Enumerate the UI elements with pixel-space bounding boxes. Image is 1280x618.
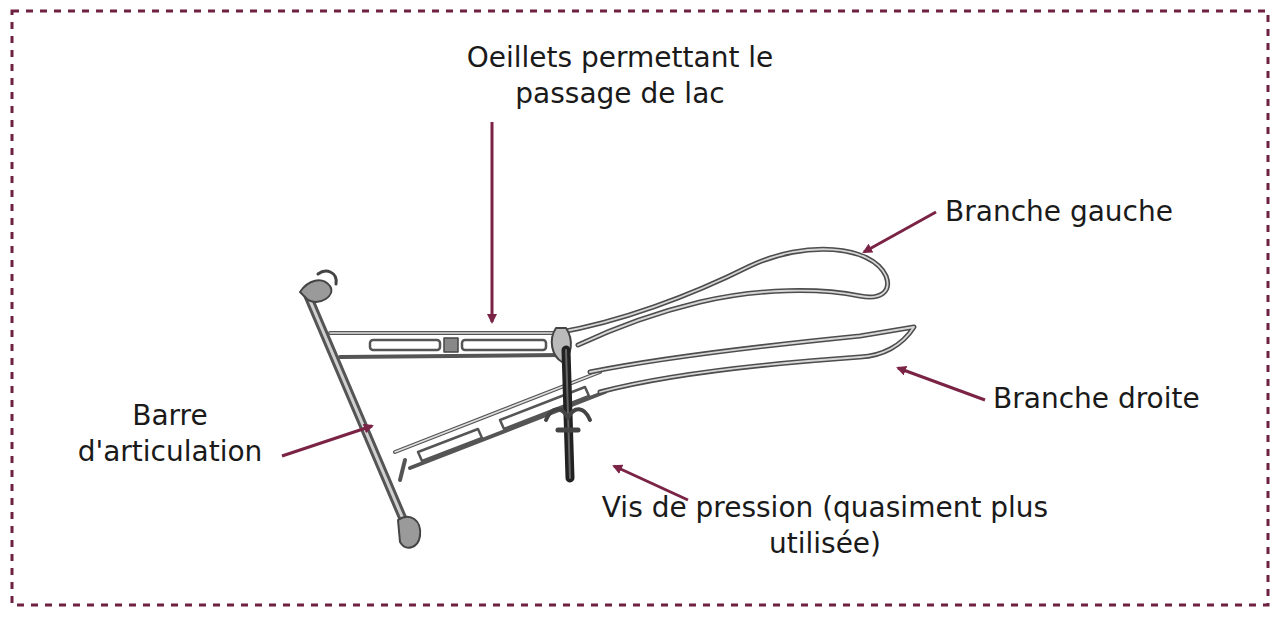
leader-lines — [282, 122, 985, 500]
part-label: Oeillets permettant le passage de lac — [405, 40, 835, 112]
part-label: Branche gauche — [945, 194, 1245, 230]
part-label: Vis de pression (quasiment plus utilisée… — [600, 490, 1050, 562]
leader-line — [282, 426, 372, 456]
frame — [12, 11, 1268, 605]
part-label: Barre d'articulation — [45, 398, 295, 470]
leader-line — [491, 122, 494, 322]
leader-line — [898, 368, 985, 400]
leader-line — [864, 212, 936, 252]
part-label: Branche droite — [993, 381, 1263, 417]
